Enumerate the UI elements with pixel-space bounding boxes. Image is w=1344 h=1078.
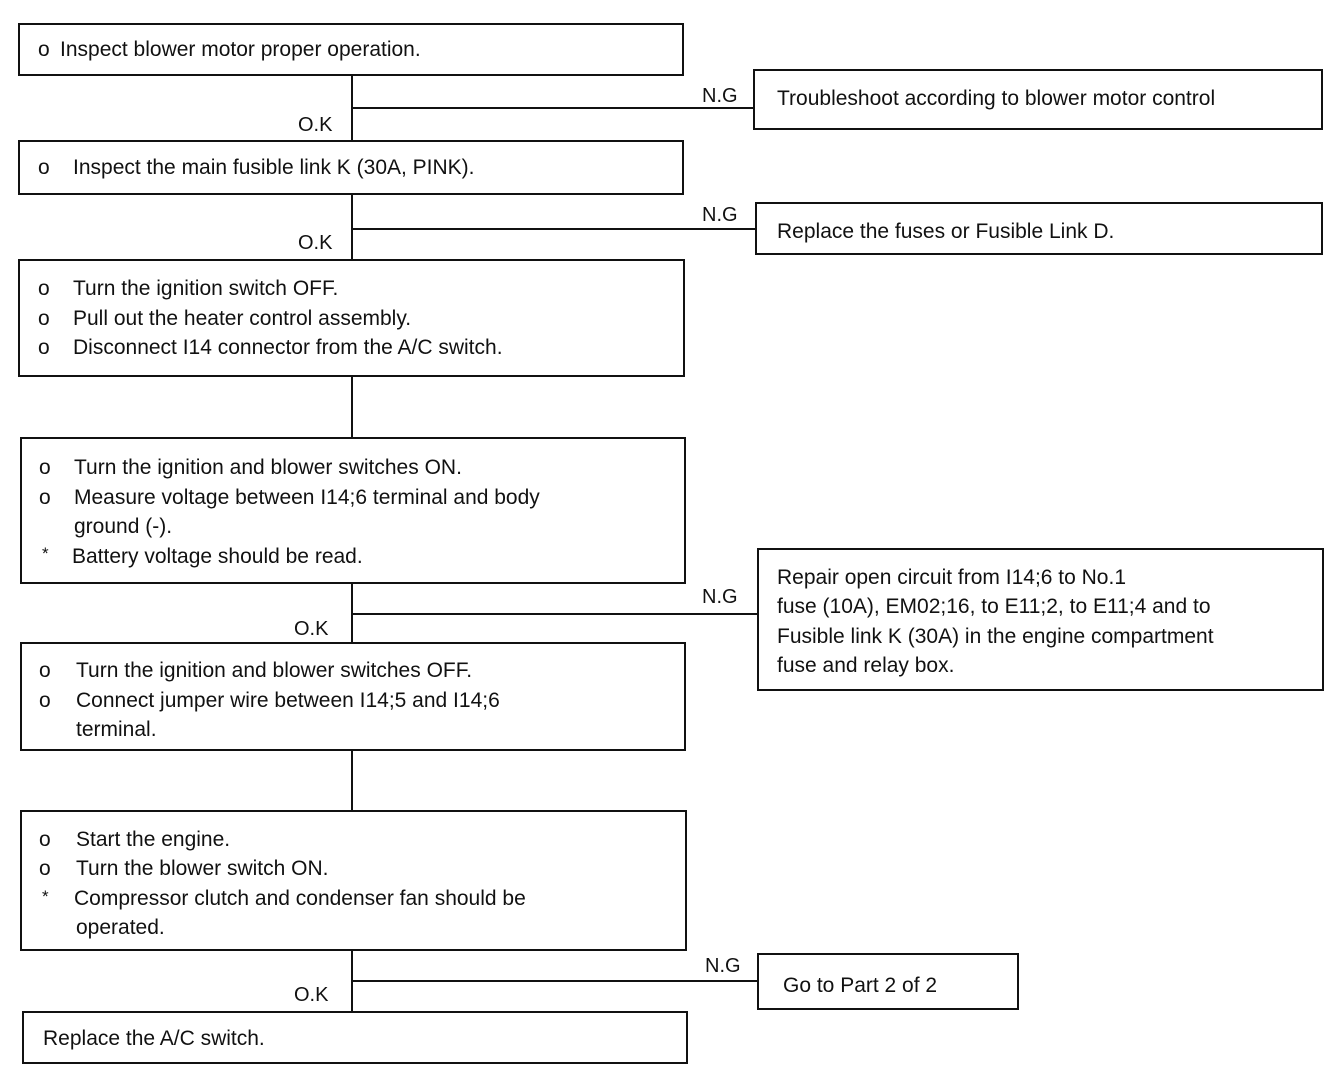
step-6-item: operated.	[76, 916, 165, 939]
result-text: fuse and relay box.	[777, 654, 955, 677]
ng-label: N.G	[702, 204, 738, 226]
step-4-box: o Turn the ignition and blower switches …	[20, 437, 686, 584]
step-3-box: o Turn the ignition switch OFF. o Pull o…	[18, 259, 685, 377]
step-bullet: o	[38, 307, 50, 330]
step-4-item: Measure voltage between I14;6 terminal a…	[74, 486, 540, 509]
step-7-text: Replace the A/C switch.	[43, 1027, 265, 1050]
result-text: Repair open circuit from I14;6 to No.1	[777, 566, 1127, 589]
result-box-1: Troubleshoot according to blower motor c…	[753, 69, 1323, 130]
step-3-item: Pull out the heater control assembly.	[73, 307, 412, 330]
note-asterisk: *	[42, 544, 49, 563]
ng-branch-line	[351, 613, 757, 615]
step-3-item: Disconnect I14 connector from the A/C sw…	[73, 336, 503, 359]
connector-line	[351, 750, 353, 810]
step-6-item: Turn the blower switch ON.	[76, 857, 329, 880]
step-4-item: Turn the ignition and blower switches ON…	[74, 456, 462, 479]
ok-label: O.K	[298, 114, 333, 136]
step-5-item: Connect jumper wire between I14;5 and I1…	[76, 689, 500, 712]
step-6-item: Start the engine.	[76, 828, 231, 851]
ng-branch-line	[351, 107, 753, 109]
step-1-box: o Inspect blower motor proper operation.	[18, 23, 684, 76]
step-5-item: Turn the ignition and blower switches OF…	[76, 659, 473, 682]
result-text: Fusible link K (30A) in the engine compa…	[777, 625, 1214, 648]
step-bullet: o	[38, 336, 50, 359]
step-2-box: o Inspect the main fusible link K (30A, …	[18, 140, 684, 195]
step-5-item: terminal.	[76, 718, 157, 741]
result-box-3: Repair open circuit from I14;6 to No.1 f…	[757, 548, 1324, 691]
step-bullet: o	[39, 486, 51, 509]
result-text: fuse (10A), EM02;16, to E11;2, to E11;4 …	[777, 595, 1211, 618]
step-7-box: Replace the A/C switch.	[22, 1011, 688, 1064]
result-box-2: Replace the fuses or Fusible Link D.	[755, 202, 1323, 255]
step-bullet: o	[39, 659, 51, 682]
step-6-item: Compressor clutch and condenser fan shou…	[74, 887, 526, 910]
step-2-text: Inspect the main fusible link K (30A, PI…	[73, 156, 475, 179]
ng-label: N.G	[702, 586, 738, 608]
result-text: Troubleshoot according to blower motor c…	[777, 87, 1216, 110]
step-5-box: o Turn the ignition and blower switches …	[20, 642, 686, 751]
step-bullet: o	[39, 689, 51, 712]
ok-label: O.K	[294, 618, 329, 640]
note-asterisk: *	[42, 887, 49, 906]
ng-branch-line	[351, 228, 755, 230]
step-bullet: o	[38, 277, 50, 300]
ng-branch-line	[351, 980, 757, 982]
ok-label: O.K	[298, 232, 333, 254]
connector-line	[351, 376, 353, 438]
step-bullet: o	[39, 828, 51, 851]
ng-label: N.G	[702, 85, 738, 107]
step-4-item: Battery voltage should be read.	[72, 545, 363, 568]
result-text: Go to Part 2 of 2	[783, 974, 938, 997]
step-bullet: o	[38, 38, 50, 61]
step-bullet: o	[39, 857, 51, 880]
connector-line	[351, 194, 353, 260]
ok-label: O.K	[294, 984, 329, 1006]
result-text: Replace the fuses or Fusible Link D.	[777, 220, 1115, 243]
step-bullet: o	[38, 156, 50, 179]
result-box-4: Go to Part 2 of 2	[757, 953, 1019, 1010]
step-bullet: o	[39, 456, 51, 479]
ng-label: N.G	[705, 955, 741, 977]
step-4-item: ground (-).	[74, 515, 173, 538]
step-6-box: o Start the engine. o Turn the blower sw…	[20, 810, 687, 951]
step-3-item: Turn the ignition switch OFF.	[73, 277, 339, 300]
step-1-text: Inspect blower motor proper operation.	[60, 38, 421, 61]
